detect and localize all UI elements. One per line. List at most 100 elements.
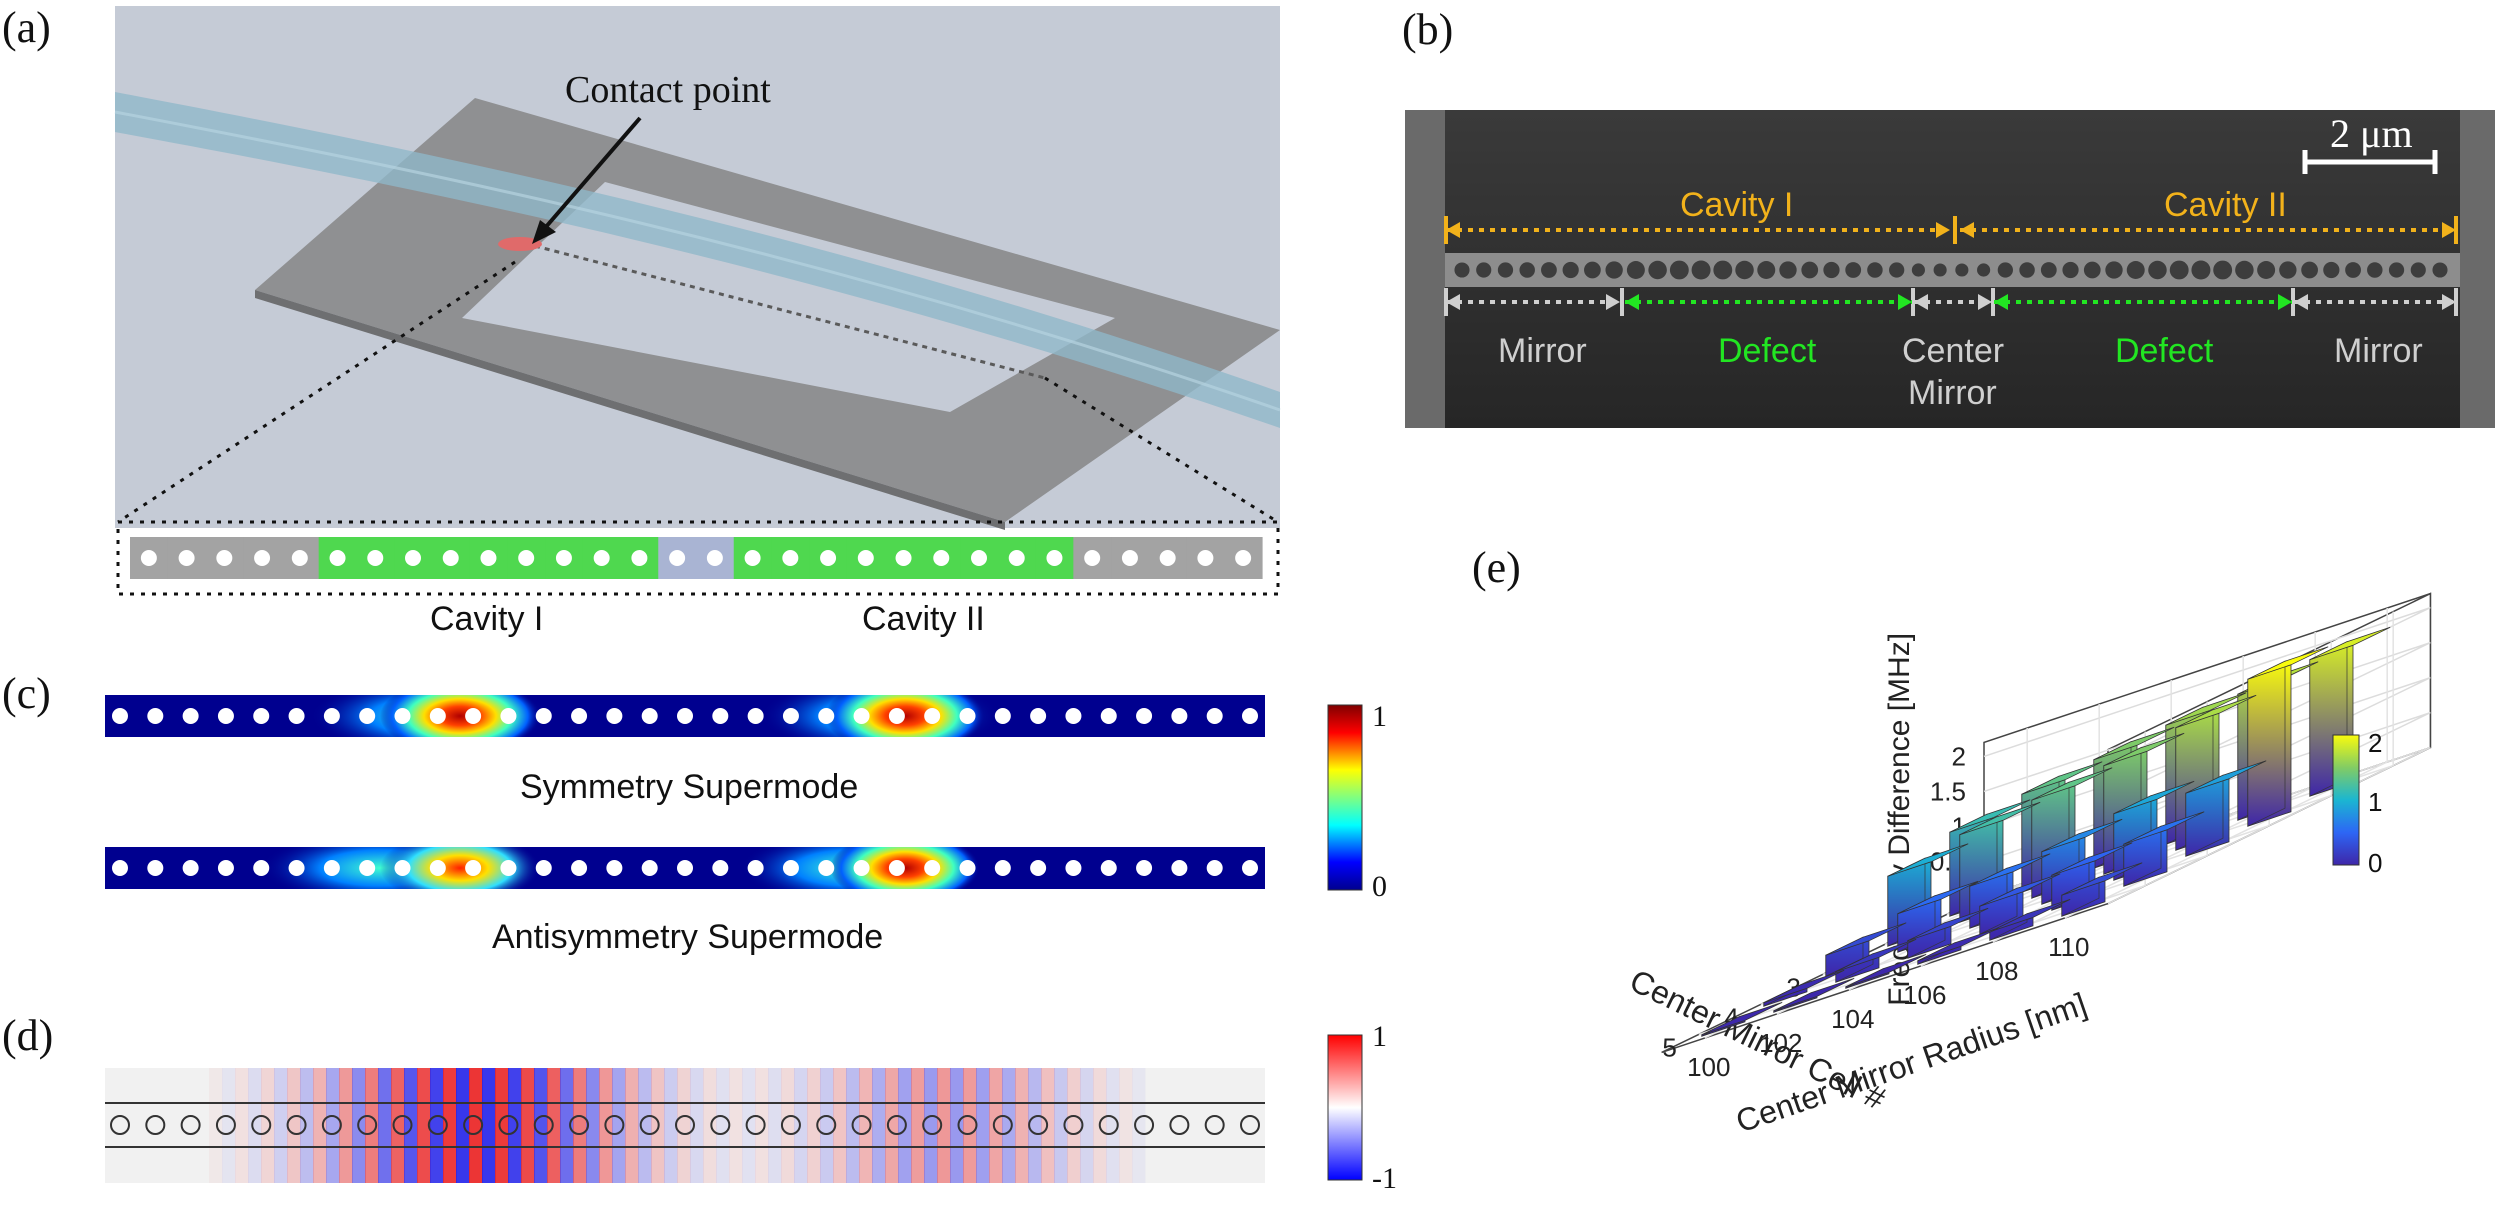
mode-hole	[1171, 860, 1188, 876]
phase-band	[222, 1068, 236, 1183]
mode-hole	[818, 860, 835, 876]
mode-hole	[782, 860, 799, 876]
phase-hole	[533, 1115, 554, 1135]
phase-holes	[110, 1115, 1260, 1135]
colorbar-d	[1327, 1034, 1363, 1181]
strip-hole	[1197, 550, 1214, 566]
phase-hole	[710, 1115, 731, 1135]
mode-hole	[888, 860, 905, 876]
phase-band	[287, 1068, 301, 1183]
phase-bands	[209, 1068, 1146, 1183]
phase-hole	[1169, 1115, 1190, 1135]
phase-hole	[639, 1115, 660, 1135]
phase-band	[1067, 1068, 1081, 1183]
y-tick-label: 110	[2048, 932, 2089, 962]
z-tick-label: 1.5	[1930, 776, 1966, 806]
phase-band	[313, 1068, 327, 1183]
sem-hole	[1562, 261, 1579, 279]
sem-hole	[1605, 261, 1623, 279]
phase-band	[898, 1068, 912, 1183]
mode-hole	[1065, 860, 1082, 876]
mode-hole	[1100, 708, 1117, 724]
bar-top-face	[2309, 626, 2391, 661]
mode-hole	[959, 708, 976, 724]
mode-hole	[1136, 860, 1153, 876]
phase-band	[872, 1068, 886, 1183]
phase-band	[300, 1068, 314, 1183]
panel-d-background	[105, 1068, 1265, 1183]
sem-hole	[1735, 260, 1754, 280]
y-tick-label: 108	[1975, 956, 2018, 986]
mode-hole	[253, 860, 270, 876]
bar-top-face	[2175, 694, 2257, 729]
phase-hole	[215, 1115, 236, 1135]
phase-hole	[745, 1115, 766, 1135]
sem-hole	[1779, 261, 1797, 279]
phase-band	[755, 1068, 769, 1183]
mode-hole	[571, 708, 588, 724]
strip-hole	[593, 550, 610, 566]
bar-top-face	[2185, 760, 2267, 794]
phase-band	[417, 1068, 431, 1183]
sem-hole	[2126, 261, 2145, 279]
phase-band	[729, 1068, 743, 1183]
phase-hole	[604, 1115, 625, 1135]
phase-hole	[675, 1115, 695, 1135]
mode-hole	[182, 860, 199, 876]
phase-hole	[780, 1115, 801, 1135]
bar-top-face	[2093, 726, 2175, 761]
strip-hole	[329, 550, 346, 566]
strip-hole	[782, 550, 799, 566]
phase-band	[1002, 1068, 1016, 1183]
mode-hole	[1136, 708, 1153, 724]
sem-hole	[1648, 260, 1667, 280]
bar	[1835, 938, 1917, 983]
sem-hole	[1476, 262, 1492, 278]
phase-hole	[1134, 1115, 1155, 1135]
phase-band	[1132, 1068, 1146, 1183]
strip-cavity-2-label: Cavity II	[862, 600, 985, 638]
phase-band	[326, 1068, 340, 1183]
mode-hole	[959, 860, 976, 876]
phase-hole	[110, 1115, 130, 1135]
mode-hole	[1065, 708, 1082, 724]
antisymmetry-supermode-label: Antisymmetry Supermode	[492, 918, 884, 956]
sem-hole	[2345, 262, 2361, 278]
nanobeam	[534, 244, 1046, 380]
strip-hole	[254, 550, 271, 566]
phase-band	[482, 1068, 496, 1183]
sem-arrowhead	[1625, 294, 1639, 310]
symmetry-supermode-label: Symmetry Supermode	[520, 768, 859, 806]
phase-band	[768, 1068, 782, 1183]
sem-left-edge	[1405, 110, 1445, 428]
sem-hole	[2169, 260, 2189, 280]
mode-hole	[535, 860, 552, 876]
sem-hole	[1669, 260, 1689, 280]
strip-hole	[669, 550, 686, 566]
phase-band	[612, 1068, 626, 1183]
contact-arrow-head	[532, 220, 556, 244]
zoom-line-right	[1044, 376, 1279, 524]
mode-hole	[465, 708, 482, 724]
panel-label-c: (c)	[2, 669, 51, 718]
bar-top-face	[1887, 843, 1969, 877]
phase-band	[1119, 1068, 1133, 1183]
contact-point-label: Contact point	[565, 69, 771, 111]
phase-hole	[286, 1115, 307, 1135]
mode-hole	[712, 860, 729, 876]
bar	[2123, 811, 2205, 887]
mode-hole	[1030, 708, 1047, 724]
sem-hole	[2279, 261, 2297, 279]
mode-hole	[782, 708, 799, 724]
phase-hole	[816, 1115, 837, 1135]
phase-hole	[357, 1115, 378, 1135]
mode-hole	[253, 708, 270, 724]
fiber-taper	[115, 92, 1280, 428]
phase-band	[547, 1068, 561, 1183]
sem-hole	[1454, 262, 1470, 278]
colorbar-d-min: -1	[1372, 1162, 1397, 1195]
sem-defect-right-label: Defect	[2115, 332, 2214, 370]
phase-band	[976, 1068, 990, 1183]
sem-hole	[1889, 262, 1905, 278]
